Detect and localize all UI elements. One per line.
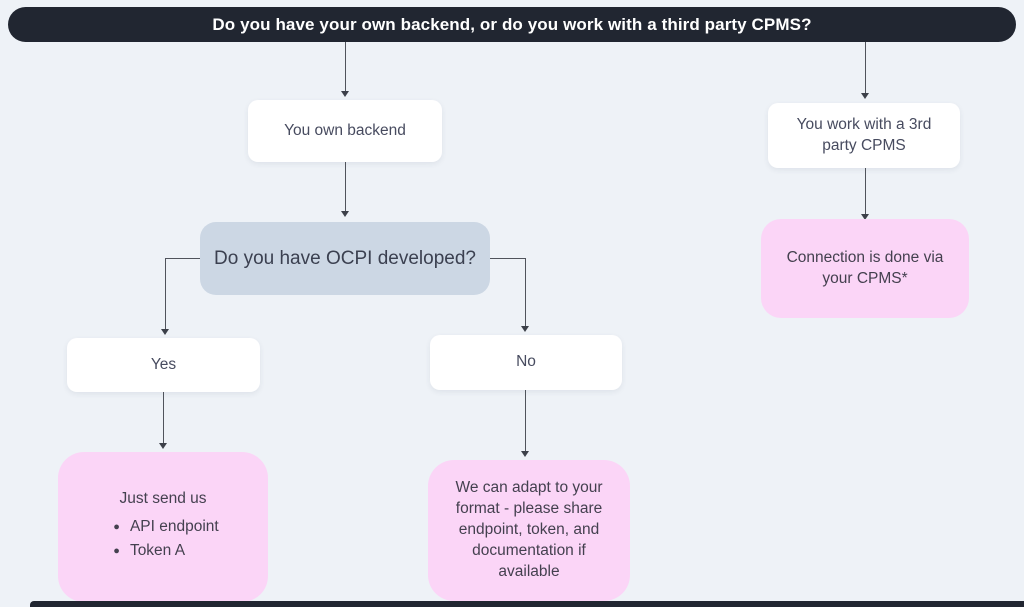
- node-no-label: No: [516, 353, 536, 371]
- node-ocpi-question: Do you have OCPI developed?: [200, 222, 490, 295]
- connector-ocpi-yes-horizontal: [165, 258, 200, 259]
- arrow-down-icon: [341, 211, 349, 217]
- root-question-banner: Do you have your own backend, or do you …: [8, 7, 1016, 42]
- connector-no-adapt: [525, 390, 526, 452]
- connector-yes-sendus: [163, 392, 164, 444]
- connector-banner-third-party: [865, 42, 866, 94]
- node-cpms-connection-label: Connection is done via your CPMS*: [786, 248, 944, 287]
- connector-third-party-cpms: [865, 168, 866, 215]
- connector-ocpi-no-horizontal: [490, 258, 525, 259]
- node-own-backend: You own backend: [248, 100, 442, 162]
- bullet-item: Token A: [113, 541, 218, 562]
- node-yes: Yes: [67, 338, 260, 392]
- connector-banner-own-backend: [345, 42, 346, 92]
- arrow-down-icon: [159, 443, 167, 449]
- connector-ocpi-no-vertical: [525, 258, 526, 327]
- node-yes-label: Yes: [150, 355, 177, 373]
- node-send-us: Just send us API endpoint Token A: [58, 452, 268, 602]
- arrow-down-icon: [861, 214, 869, 220]
- node-adapt-label: We can adapt to your format - please sha…: [455, 479, 603, 580]
- arrow-down-icon: [341, 91, 349, 97]
- root-question-label: Do you have your own backend, or do you …: [212, 14, 812, 34]
- node-send-us-bullet-list: API endpoint Token A: [107, 514, 219, 565]
- next-banner-cutoff: [30, 601, 1024, 607]
- arrow-down-icon: [161, 329, 169, 335]
- connector-ocpi-yes-vertical: [165, 258, 166, 330]
- node-ocpi-question-label: Do you have OCPI developed?: [214, 247, 476, 269]
- node-third-party-label: You work with a 3rd party CPMS: [796, 115, 932, 154]
- node-third-party: You work with a 3rd party CPMS: [768, 103, 960, 168]
- arrow-down-icon: [861, 93, 869, 99]
- bullet-item: API endpoint: [113, 517, 219, 538]
- node-own-backend-label: You own backend: [284, 121, 406, 139]
- node-no: No: [430, 335, 622, 390]
- node-send-us-heading: Just send us: [119, 490, 207, 508]
- arrow-down-icon: [521, 326, 529, 332]
- connector-own-backend-ocpi: [345, 162, 346, 212]
- node-adapt: We can adapt to your format - please sha…: [428, 460, 630, 601]
- node-cpms-connection: Connection is done via your CPMS*: [761, 219, 969, 318]
- arrow-down-icon: [521, 451, 529, 457]
